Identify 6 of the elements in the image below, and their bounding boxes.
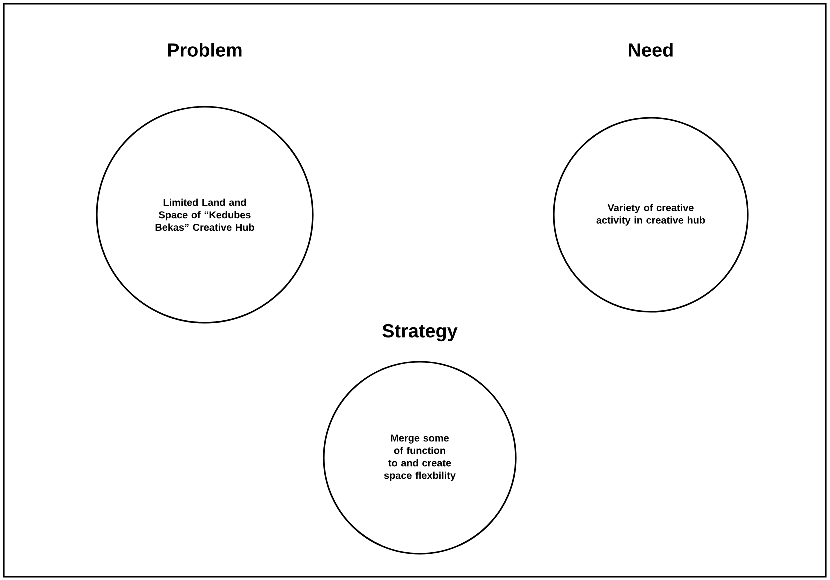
circle-node: Merge some of function to and create space flexbility [323, 361, 517, 555]
circle-node: Variety of creative activity in creative hub [553, 117, 749, 313]
heading: Need [629, 43, 673, 57]
circle-node: Limited Land and Space of “Kedubes Bekas” Creative Hub [96, 106, 314, 324]
heading: Strategy [382, 324, 458, 342]
heading: Problem [168, 43, 242, 57]
